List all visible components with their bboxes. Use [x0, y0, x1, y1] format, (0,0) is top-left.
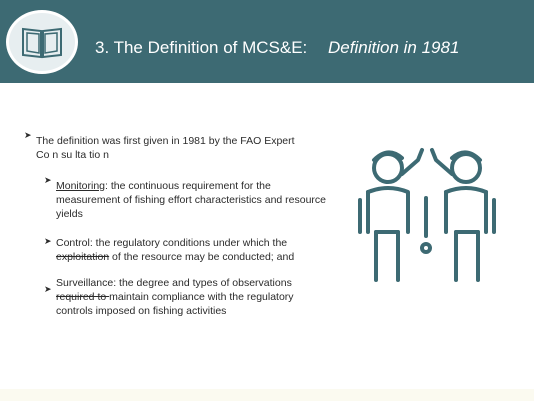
- control-item: Control: the regulatory conditions under…: [56, 236, 294, 264]
- monitoring-text: : the continuous requirement for the: [105, 180, 271, 192]
- control-line-2: exploitation of the resource may be cond…: [56, 250, 294, 264]
- surveillance-item: Surveillance: the degree and types of ob…: [56, 276, 294, 318]
- slide-title-subtitle: Definition in 1981: [328, 38, 460, 57]
- slide-title: 3. The Definition of MCS&E: Definition i…: [95, 38, 459, 58]
- footer-strip: [0, 389, 534, 401]
- monitoring-line-3: yields: [56, 208, 83, 220]
- surveillance-line-2: required to maintain compliance with the…: [56, 290, 294, 304]
- bullet-arrow-icon: ➤: [24, 130, 32, 140]
- open-book-icon: [6, 10, 78, 74]
- control-text: of the resource may be conducted; and: [109, 251, 295, 263]
- surveillance-struck-words: required to: [56, 291, 110, 303]
- monitoring-line-2: measurement of fishing effort characteri…: [56, 194, 327, 206]
- monitoring-line-1: Monitoring: the continuous requirement f…: [56, 179, 326, 193]
- control-line-1: Control: the regulatory conditions under…: [56, 237, 288, 249]
- intro-line-1: The definition was first given in 1981 b…: [36, 135, 295, 147]
- surveillance-line-3: controls imposed on fishing activities: [56, 305, 227, 317]
- intro-line-2: Co n su lta tio n: [36, 149, 109, 161]
- surveillance-line-1: Surveillance: the degree and types of ob…: [56, 277, 292, 289]
- bullet-arrow-icon: ➤: [44, 236, 52, 246]
- bullet-arrow-icon: ➤: [44, 284, 52, 294]
- bullet-arrow-icon: ➤: [44, 175, 52, 185]
- surveillance-text: maintain compliance with the regulatory: [109, 291, 294, 303]
- monitoring-term: Monitoring: [56, 180, 106, 192]
- intro-paragraph: The definition was first given in 1981 b…: [36, 134, 295, 162]
- title-bar: 3. The Definition of MCS&E: Definition i…: [0, 0, 534, 83]
- two-people-exclamation-icon: [352, 144, 502, 284]
- slide-title-main: 3. The Definition of MCS&E:: [95, 38, 308, 57]
- monitoring-item: Monitoring: the continuous requirement f…: [56, 179, 326, 221]
- control-struck-word: exploitation: [56, 251, 110, 263]
